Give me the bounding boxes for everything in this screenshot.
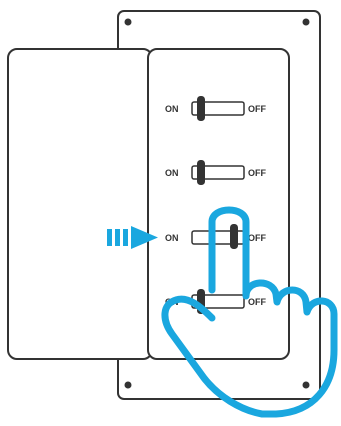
off-label: OFF [248, 104, 266, 114]
toggle-switch-2[interactable]: ON OFF [165, 160, 266, 185]
switch-lever [197, 160, 205, 185]
screw-icon [302, 381, 310, 389]
cover-door [7, 48, 153, 360]
off-label: OFF [248, 297, 266, 307]
screw-icon [124, 381, 132, 389]
screw-icon [302, 18, 310, 26]
screw-icon [124, 18, 132, 26]
inner-panel [147, 48, 290, 360]
switch-lever [230, 224, 238, 249]
triple-chevron-right-arrow-icon [107, 226, 158, 249]
switch-lever [197, 96, 205, 121]
on-label: ON [165, 168, 179, 178]
on-label: ON [165, 233, 179, 243]
toggle-switch-1[interactable]: ON OFF [165, 96, 266, 121]
toggle-switch-3[interactable]: ON OFF [165, 224, 266, 249]
toggle-switch-4[interactable]: ON OFF [165, 289, 266, 314]
pointing-hand-icon [161, 206, 338, 418]
on-label: ON [165, 104, 179, 114]
off-label: OFF [248, 168, 266, 178]
off-label: OFF [248, 233, 266, 243]
